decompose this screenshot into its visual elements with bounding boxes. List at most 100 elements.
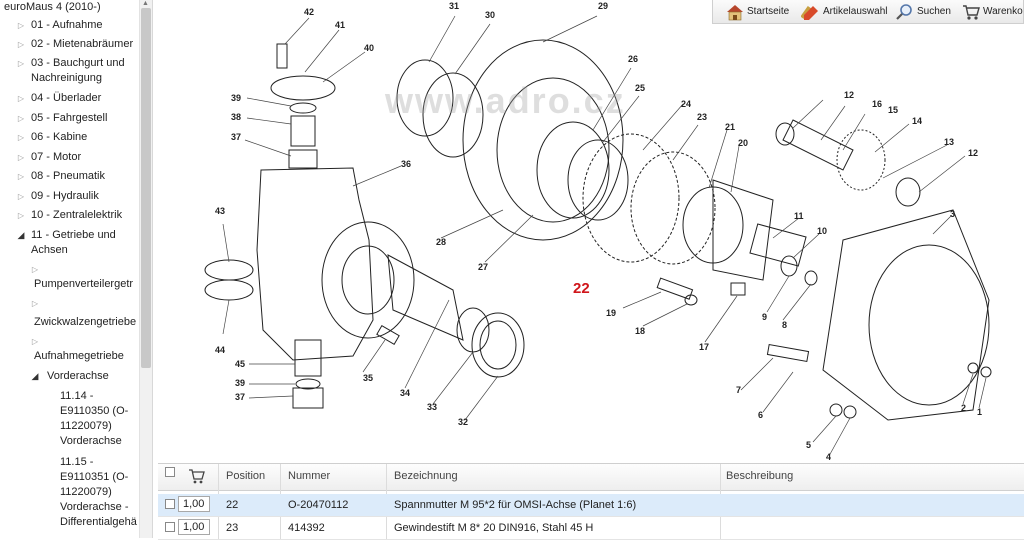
triangle-right-icon[interactable]: ▷ <box>17 59 25 68</box>
triangle-right-icon[interactable]: ▷ <box>17 153 25 162</box>
row-checkbox[interactable] <box>165 522 175 532</box>
part-flange-36[interactable] <box>321 221 415 339</box>
part-bearing-38[interactable] <box>290 115 316 147</box>
callout-5[interactable]: 5 <box>806 440 811 450</box>
callout-11[interactable]: 11 <box>794 211 804 221</box>
triangle-down-icon[interactable]: ◢ <box>31 371 39 381</box>
triangle-right-icon[interactable]: ▷ <box>17 21 25 30</box>
callout-18[interactable]: 18 <box>635 326 645 336</box>
part-bolt-35[interactable] <box>376 324 400 346</box>
select-all-checkbox[interactable] <box>165 467 175 477</box>
triangle-right-icon[interactable]: ▷ <box>17 172 25 181</box>
part-hub-29[interactable] <box>462 39 624 241</box>
triangle-right-icon[interactable]: ▷ <box>31 265 39 274</box>
callout-4[interactable]: 4 <box>826 452 831 462</box>
article-selection-button[interactable]: Artikelauswahl <box>801 3 889 21</box>
part-cover-3[interactable] <box>822 209 990 421</box>
callout-17[interactable]: 17 <box>699 342 709 352</box>
part-gear-24[interactable] <box>582 133 680 263</box>
part-ring-43[interactable] <box>204 259 254 281</box>
triangle-down-icon[interactable]: ◢ <box>17 230 25 240</box>
table-row[interactable]: 1,00 23 414392 Gewindestift M 8* 20 DIN9… <box>158 517 1024 540</box>
triangle-right-icon[interactable]: ▷ <box>17 192 25 201</box>
callout-25[interactable]: 25 <box>635 83 645 93</box>
col-header-bezeichnung[interactable]: Bezeichnung <box>394 470 458 482</box>
callout-31[interactable]: 31 <box>449 1 459 11</box>
table-row[interactable]: 1,00 22 O-20470112 Spannmutter M 95*2 fü… <box>158 494 1024 517</box>
part-bearing-26[interactable] <box>536 121 610 219</box>
callout-24[interactable]: 24 <box>681 99 691 109</box>
callout-13[interactable]: 13 <box>944 137 954 147</box>
callout-41[interactable]: 41 <box>335 20 345 30</box>
callout-12b[interactable]: 12 <box>968 148 978 158</box>
callout-1[interactable]: 1 <box>977 407 982 417</box>
callout-35[interactable]: 35 <box>363 373 373 383</box>
callout-2[interactable]: 2 <box>961 403 966 413</box>
callout-36[interactable]: 36 <box>401 159 411 169</box>
part-bearing-37b[interactable] <box>292 387 324 409</box>
col-header-position[interactable]: Position <box>226 470 266 482</box>
callout-3[interactable]: 3 <box>950 209 955 219</box>
callout-23[interactable]: 23 <box>697 112 707 122</box>
part-ring-44[interactable] <box>204 279 254 301</box>
part-screw-1[interactable] <box>980 366 992 378</box>
part-ring-12b[interactable] <box>895 177 921 207</box>
part-seal-31[interactable] <box>396 59 454 137</box>
cart-button[interactable]: Warenko <box>961 3 1024 21</box>
triangle-right-icon[interactable]: ▷ <box>31 299 39 308</box>
callout-44[interactable]: 44 <box>215 345 225 355</box>
callout-10[interactable]: 10 <box>817 226 827 236</box>
tree-root[interactable]: euroMaus 4 (2010-) <box>4 1 101 13</box>
part-ring-30[interactable] <box>422 72 484 158</box>
callout-8[interactable]: 8 <box>782 320 787 330</box>
part-washer-5[interactable] <box>829 403 843 417</box>
callout-15[interactable]: 15 <box>888 105 898 115</box>
part-washer-2[interactable] <box>967 362 979 374</box>
home-button[interactable]: Startseite <box>725 3 795 21</box>
scroll-thumb[interactable] <box>141 8 151 368</box>
callout-39b[interactable]: 39 <box>235 378 245 388</box>
search-button[interactable]: Suchen <box>895 3 953 21</box>
callout-14[interactable]: 14 <box>912 116 922 126</box>
part-ring-25[interactable] <box>567 139 629 221</box>
part-nut-4[interactable] <box>843 405 857 419</box>
highlighted-callout-22[interactable]: 22 <box>573 280 590 297</box>
callout-12[interactable]: 12 <box>844 90 854 100</box>
callout-40[interactable]: 40 <box>364 43 374 53</box>
callout-39[interactable]: 39 <box>231 93 241 103</box>
callout-9[interactable]: 9 <box>762 312 767 322</box>
row-checkbox[interactable] <box>165 499 175 509</box>
part-washer-39b[interactable] <box>295 378 321 390</box>
part-shaft-16[interactable] <box>782 119 854 171</box>
sidebar-scrollbar[interactable]: ▲ <box>139 0 152 538</box>
callout-37b[interactable]: 37 <box>235 392 245 402</box>
part-pin-17[interactable] <box>730 282 746 296</box>
col-header-nummer[interactable]: Nummer <box>288 470 331 482</box>
part-spindle-34[interactable] <box>387 254 464 341</box>
callout-32[interactable]: 32 <box>458 417 468 427</box>
callout-7[interactable]: 7 <box>736 385 741 395</box>
part-gear-23[interactable] <box>630 151 716 265</box>
triangle-right-icon[interactable]: ▷ <box>17 211 25 220</box>
callout-28[interactable]: 28 <box>436 237 446 247</box>
part-pin-37[interactable] <box>288 149 318 169</box>
part-ring-12[interactable] <box>775 122 795 146</box>
part-bushing-45[interactable] <box>294 339 322 377</box>
callout-33[interactable]: 33 <box>427 402 437 412</box>
triangle-right-icon[interactable]: ▷ <box>31 337 39 346</box>
triangle-right-icon[interactable]: ▷ <box>17 94 25 103</box>
part-ring-8[interactable] <box>804 270 818 286</box>
triangle-right-icon[interactable]: ▷ <box>17 40 25 49</box>
callout-37[interactable]: 37 <box>231 132 241 142</box>
callout-21[interactable]: 21 <box>725 122 735 132</box>
scroll-up-icon[interactable]: ▲ <box>142 0 149 7</box>
part-knuckle-36[interactable] <box>256 167 374 361</box>
callout-20[interactable]: 20 <box>738 138 748 148</box>
callout-43[interactable]: 43 <box>215 206 225 216</box>
callout-29[interactable]: 29 <box>598 1 608 11</box>
callout-30[interactable]: 30 <box>485 10 495 20</box>
part-gear-14[interactable] <box>836 129 886 191</box>
triangle-right-icon[interactable]: ▷ <box>17 114 25 123</box>
quantity-input[interactable]: 1,00 <box>178 496 210 512</box>
col-header-beschreibung[interactable]: Beschreibung <box>726 470 794 482</box>
